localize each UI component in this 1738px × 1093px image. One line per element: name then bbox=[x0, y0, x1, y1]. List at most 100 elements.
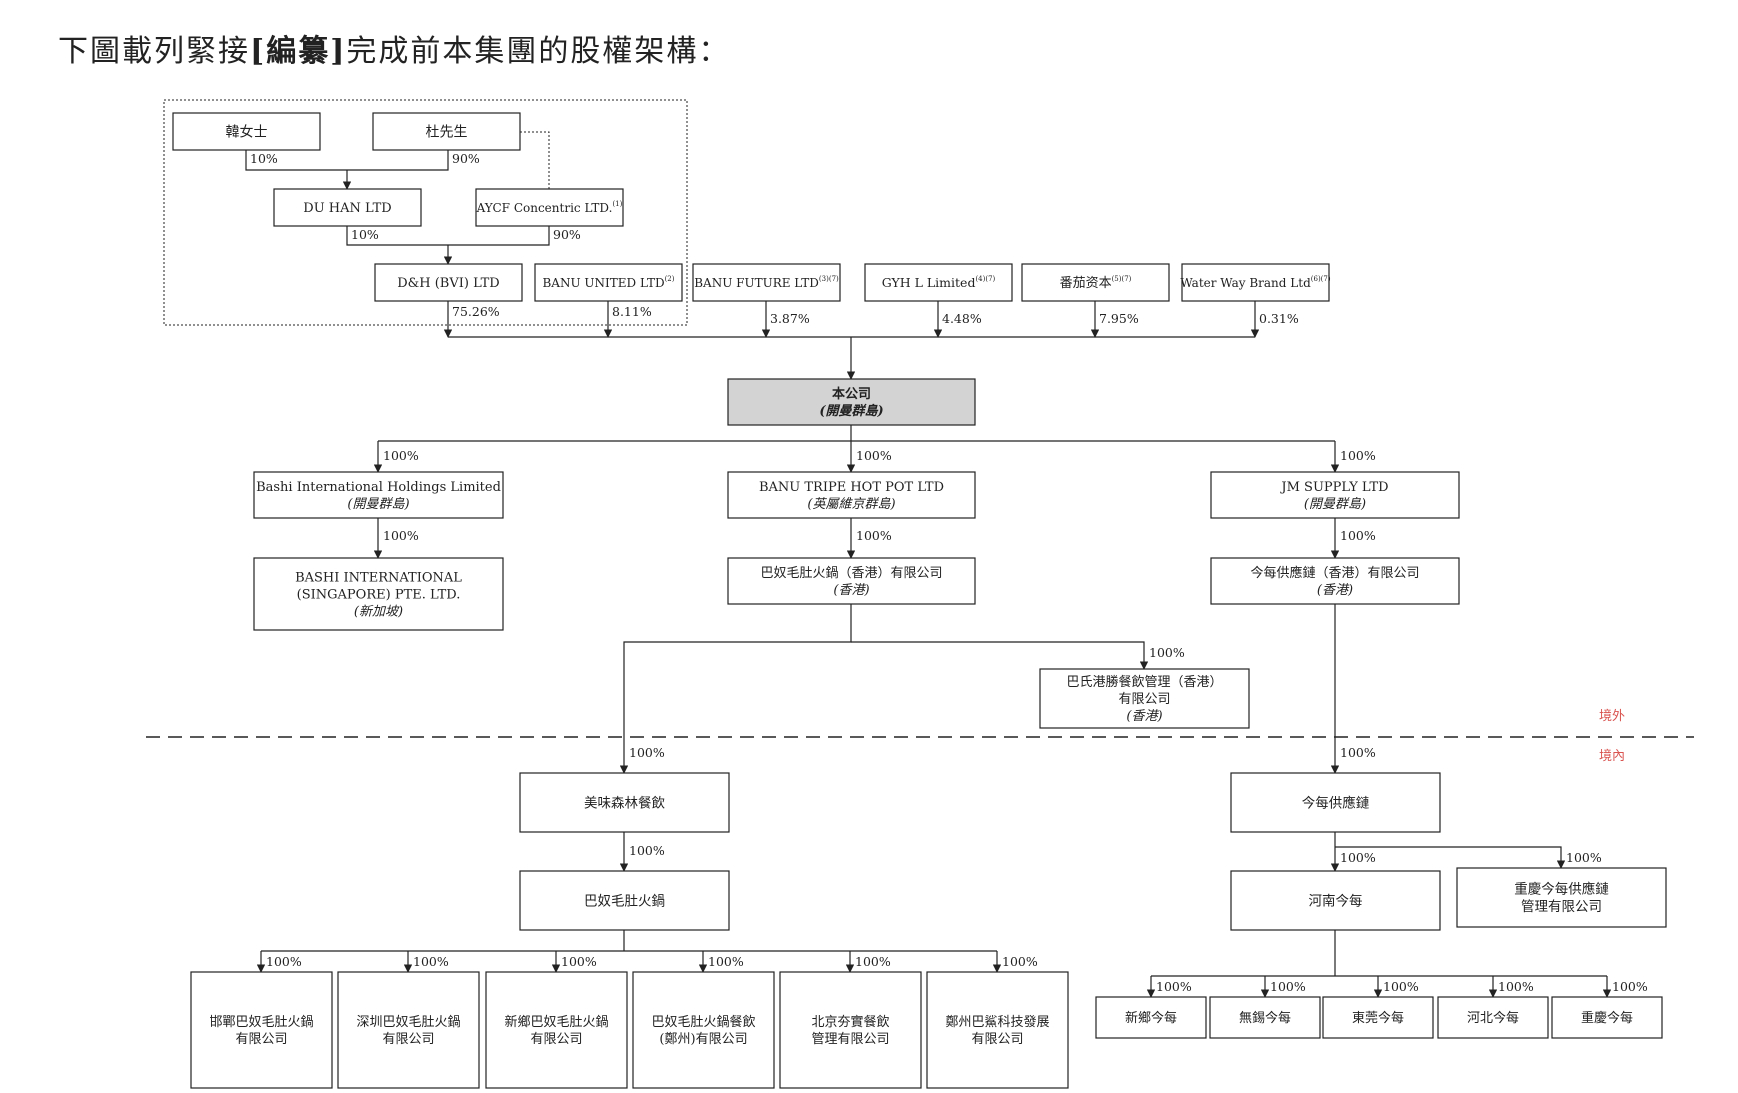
entity-label: Bashi International Holdings Limited bbox=[256, 480, 501, 495]
entity-label: 管理有限公司 bbox=[1521, 899, 1602, 915]
entity-box bbox=[1230, 772, 1441, 833]
entity-label: 有限公司 bbox=[382, 1032, 434, 1047]
entity-fanqie: 番茄资本(5)(7) bbox=[1021, 263, 1170, 302]
entity-label: 邯鄲巴奴毛肚火鍋 bbox=[209, 1014, 313, 1030]
entity-label: 有限公司 bbox=[235, 1032, 287, 1047]
entity-label: 重慶今每 bbox=[1581, 1010, 1633, 1026]
entity-label: BANU FUTURE LTD(3)(7) bbox=[694, 275, 839, 290]
entity-label: 河北今每 bbox=[1467, 1010, 1519, 1026]
entity-hebei: 河北今每 bbox=[1437, 996, 1549, 1039]
entity-label: 新鄉巴奴毛肚火鍋 bbox=[504, 1014, 608, 1030]
entity-label: BASHI INTERNATIONAL bbox=[295, 571, 462, 586]
entity-jm-supply: 今每供應鏈 bbox=[1230, 772, 1441, 833]
onshore-label: 境內 bbox=[1599, 749, 1625, 764]
entity-box bbox=[1209, 996, 1321, 1039]
entity-label: BANU UNITED LTD(2) bbox=[542, 275, 674, 290]
entity-bashi-gang: 巴氏港勝餐飲管理（香港）有限公司(香港) bbox=[1039, 668, 1250, 729]
percent-banu-future-company: 3.87% bbox=[770, 311, 810, 326]
entity-label: JM SUPPLY LTD bbox=[1279, 480, 1388, 495]
entity-box bbox=[337, 971, 480, 1089]
entity-label: 管理有限公司 bbox=[811, 1032, 889, 1047]
entity-label: 河南今每 bbox=[1309, 893, 1363, 909]
entity-xinxiang-jm: 新鄉今每 bbox=[1095, 996, 1207, 1039]
entity-label: 巴奴毛肚火鍋餐飲 bbox=[651, 1014, 755, 1030]
percent-company-jm: 100% bbox=[1340, 448, 1376, 463]
percent-fanqie-company: 7.95% bbox=[1099, 311, 1139, 326]
entity-label: 鄭州巴鯊科技發展 bbox=[945, 1015, 1049, 1030]
entity-aycf: AYCF Concentric LTD.(1) bbox=[475, 188, 624, 227]
entity-label: 東莞今每 bbox=[1352, 1010, 1404, 1026]
percent-jm-jm-hk: 100% bbox=[1340, 528, 1376, 543]
percent-henan-wuxi: 100% bbox=[1270, 979, 1306, 994]
entity-label: 本公司 bbox=[832, 386, 871, 402]
entity-label: 今每供應鏈 bbox=[1302, 794, 1370, 811]
percent-company-bashi-intl: 100% bbox=[383, 448, 419, 463]
footnote-ref: (5)(7) bbox=[1112, 275, 1132, 283]
percent-duhan-dh: 10% bbox=[351, 227, 379, 242]
percent-hotpot-zhengzhou: 100% bbox=[708, 954, 744, 969]
footnote-ref: (4)(7) bbox=[975, 275, 995, 283]
entity-label: 杜先生 bbox=[426, 125, 468, 141]
entity-box bbox=[273, 188, 422, 227]
entity-jm: JM SUPPLY LTD(開曼群島) bbox=[1210, 471, 1460, 519]
entity-box bbox=[1181, 263, 1330, 302]
percent-meiwei-hotpot: 100% bbox=[629, 843, 665, 858]
entity-banu-hotpot: 巴奴毛肚火鍋 bbox=[519, 870, 730, 931]
entity-box bbox=[864, 263, 1013, 302]
entity-label: 深圳巴奴毛肚火鍋 bbox=[356, 1014, 460, 1030]
entity-label: 巴奴毛肚火鍋（香港）有限公司 bbox=[760, 565, 942, 581]
entity-box bbox=[1230, 870, 1441, 931]
entity-dh: D&H (BVI) LTD bbox=[374, 263, 523, 302]
percent-hotpot-beijing: 100% bbox=[855, 954, 891, 969]
percent-henan-hebei: 100% bbox=[1498, 979, 1534, 994]
percent-hotpot-shenzhen: 100% bbox=[413, 954, 449, 969]
entity-box bbox=[926, 971, 1069, 1089]
percent-hotpot-handan: 100% bbox=[266, 954, 302, 969]
entity-label: 重慶今每供應鏈 bbox=[1514, 881, 1609, 898]
entity-han: 韓女士 bbox=[172, 112, 321, 151]
entity-box bbox=[475, 188, 624, 227]
percent-gyh-company: 4.48% bbox=[942, 311, 982, 326]
title-bold: [編纂] bbox=[250, 34, 347, 69]
entity-label: (英屬維京群島) bbox=[807, 496, 895, 512]
percent-bashi-intl-sg: 100% bbox=[383, 528, 419, 543]
page-title: 下圖載列緊接[編纂]完成前本集團的股權架構： bbox=[58, 26, 730, 70]
entity-box bbox=[190, 971, 333, 1089]
footnote-ref: (2) bbox=[665, 275, 675, 283]
entity-label: 有限公司 bbox=[530, 1032, 582, 1047]
percent-aycf-dh: 90% bbox=[553, 227, 581, 242]
entity-label: 巴氏港勝餐飲管理（香港） bbox=[1066, 674, 1222, 690]
entity-label: Water Way Brand Ltd(6)(7) bbox=[1180, 275, 1330, 290]
entity-box bbox=[1437, 996, 1549, 1039]
to-chongqing-supply bbox=[1335, 846, 1566, 869]
entity-du: 杜先生 bbox=[372, 112, 521, 151]
percent-henan-chongqing: 100% bbox=[1612, 979, 1648, 994]
entity-label: (香港) bbox=[1126, 709, 1162, 724]
entity-label: (開曼群島) bbox=[347, 497, 409, 512]
entity-label: (SINGAPORE) PTE. LTD. bbox=[297, 588, 461, 603]
entity-label: 美味森林餐飲 bbox=[584, 795, 665, 811]
entity-label: 巴奴毛肚火鍋 bbox=[584, 892, 665, 909]
entity-box bbox=[692, 263, 841, 302]
entity-label: 北京夯實餐飲 bbox=[811, 1014, 889, 1030]
entity-box bbox=[1021, 263, 1170, 302]
entity-label: 有限公司 bbox=[971, 1032, 1023, 1047]
percent-banu-tripe-hk: 100% bbox=[856, 528, 892, 543]
entity-banu-future: BANU FUTURE LTD(3)(7) bbox=[692, 263, 841, 302]
percent-hotpot-xinxiang: 100% bbox=[561, 954, 597, 969]
entity-waterway: Water Way Brand Ltd(6)(7) bbox=[1180, 263, 1331, 302]
entity-box bbox=[1551, 996, 1663, 1039]
entity-label: 今每供應鏈（香港）有限公司 bbox=[1250, 565, 1419, 581]
entity-label: AYCF Concentric LTD.(1) bbox=[476, 200, 623, 215]
percent-supply-chongqing: 100% bbox=[1566, 850, 1602, 865]
entity-label: (香港) bbox=[1317, 583, 1353, 598]
to-meiwei bbox=[619, 604, 852, 774]
entity-box bbox=[1322, 996, 1434, 1039]
du-aycf-dotted-link bbox=[520, 131, 550, 189]
